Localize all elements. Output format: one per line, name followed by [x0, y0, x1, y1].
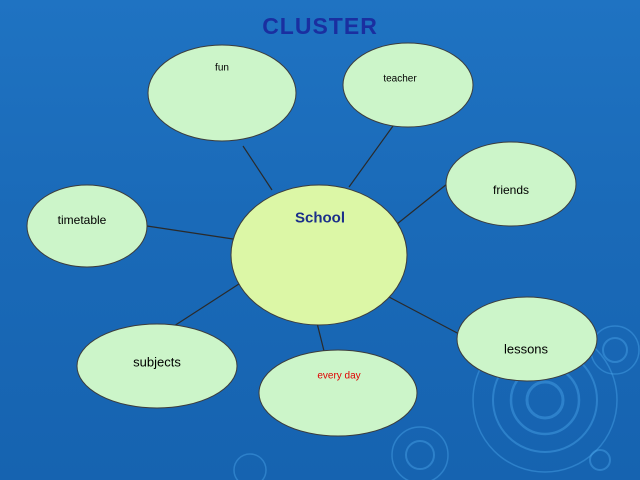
- node-label-lessons: lessons: [503, 341, 549, 357]
- connector-timetable: [146, 225, 234, 240]
- node-label-friends: friends: [492, 183, 530, 197]
- bubble-subjects: [76, 323, 238, 409]
- bubble-teacher: [342, 42, 474, 128]
- bubble-lessons: [456, 296, 598, 382]
- center-label: School: [294, 209, 346, 227]
- diagram-title: CLUSTER: [262, 13, 378, 39]
- node-label-fun: fun: [215, 62, 229, 74]
- node-label-every-day: every day: [317, 370, 361, 382]
- connector-subjects: [173, 281, 243, 327]
- node-label-teacher: teacher: [383, 73, 417, 85]
- bubble-every-day: [258, 349, 418, 437]
- connector-fun: [242, 145, 273, 191]
- bubbles: [26, 42, 598, 437]
- bubble-timetable: [26, 184, 148, 268]
- bubble-friends: [445, 141, 577, 227]
- connector-every-day: [316, 322, 325, 352]
- bubble-fun: [147, 44, 297, 142]
- connector-teacher: [348, 125, 394, 188]
- connector-lessons: [388, 296, 462, 336]
- bubble-center-school: [230, 184, 408, 326]
- node-label-subjects: subjects: [133, 354, 181, 370]
- connector-friends: [396, 183, 448, 225]
- connector-lines: [146, 125, 462, 352]
- node-label-timetable: timetable: [57, 213, 107, 227]
